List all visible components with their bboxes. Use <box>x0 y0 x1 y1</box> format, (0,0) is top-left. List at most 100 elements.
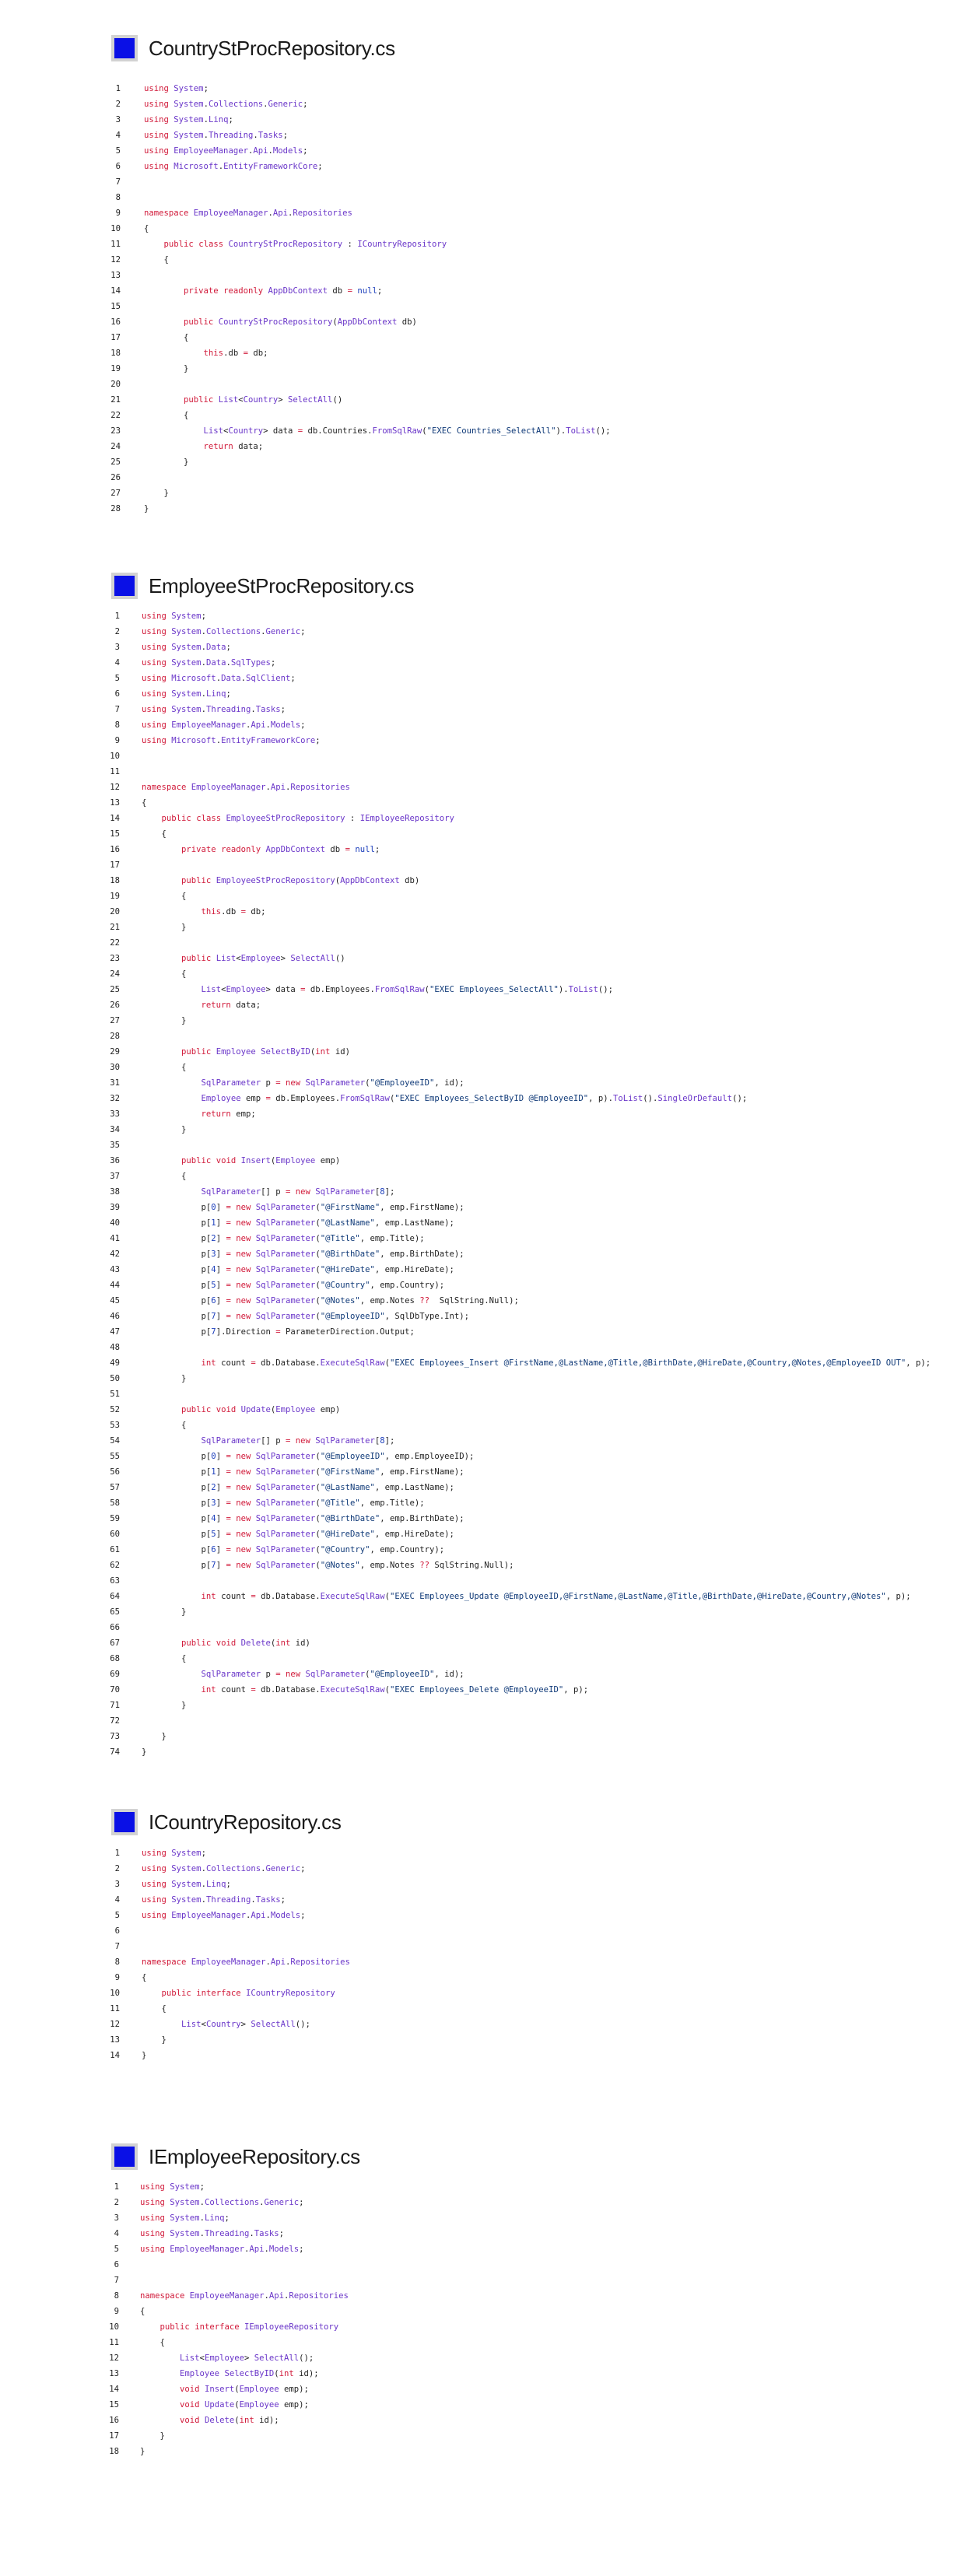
code-token: 6 <box>211 1545 216 1554</box>
code-token: ; <box>299 2198 304 2207</box>
code-token <box>140 2385 180 2394</box>
code-token: } <box>140 2431 165 2441</box>
line-number: 10 <box>110 752 120 761</box>
code-token: ] <box>216 1467 226 1477</box>
code-token: EmployeeManager <box>171 720 246 730</box>
line-text: using System.Collections.Generic; <box>144 96 308 112</box>
line-number: 26 <box>110 1001 120 1010</box>
code-token: p[ <box>142 1203 212 1212</box>
line-text: public EmployeeStProcRepository(AppDbCon… <box>142 873 419 888</box>
code-token: SqlParameter <box>255 1467 316 1477</box>
code-token: "@LastName" <box>320 1218 375 1228</box>
code-token: Country <box>243 395 279 405</box>
code-token: Collections <box>208 100 264 109</box>
code-token: [ <box>374 1436 380 1446</box>
line-number: 18 <box>109 2447 119 2456</box>
code-token: "@BirthDate" <box>320 1249 380 1259</box>
code-token: , p); <box>906 1358 931 1368</box>
code-token: System <box>171 705 202 714</box>
code-token: ToList <box>568 985 598 994</box>
code-token: public <box>181 1156 212 1165</box>
code-token: using <box>142 1864 167 1873</box>
code-token: { <box>142 892 187 901</box>
line-text: { <box>144 252 169 268</box>
code-token: ] <box>216 1312 226 1321</box>
code-token: > <box>240 2020 251 2029</box>
code-token: . <box>216 736 222 745</box>
line-text: List<Country> SelectAll(); <box>142 2017 310 2032</box>
line-number: 29 <box>110 1047 120 1057</box>
code-token: . <box>201 1864 206 1873</box>
code-token: p[ <box>142 1545 212 1554</box>
code-token: > <box>278 395 289 405</box>
code-token: Generic <box>265 627 301 636</box>
code-token: int <box>201 1358 216 1368</box>
code-token: , id); <box>434 1670 464 1679</box>
line-number: 56 <box>110 1467 120 1477</box>
line-number: 3 <box>115 115 121 124</box>
line-text: using Microsoft.EntityFrameworkCore; <box>144 159 323 174</box>
line-number: 43 <box>110 1265 120 1274</box>
code-token: p[ <box>142 1467 212 1477</box>
code-token: using <box>140 2198 165 2207</box>
code-token: Employee <box>180 2369 220 2378</box>
line-number: 62 <box>110 1561 120 1570</box>
code-token: Models <box>270 1911 301 1920</box>
line-number: 18 <box>110 876 120 885</box>
code-token: < <box>223 426 229 436</box>
code-token: "@FirstName" <box>320 1467 380 1477</box>
code-token: new <box>236 1234 251 1243</box>
code-token: ].Direction <box>216 1327 276 1337</box>
line-number: 12 <box>110 783 120 792</box>
code-token <box>144 240 164 249</box>
code-token: . <box>286 1957 291 1967</box>
line-text: public void Delete(int id) <box>142 1635 310 1651</box>
code-token: ; <box>199 2182 205 2192</box>
code-token: . <box>268 146 273 156</box>
code-token: db.Database. <box>255 1592 321 1601</box>
code-token: .db <box>221 907 241 916</box>
file-title: CountryStProcRepository.cs <box>149 36 395 60</box>
code-token: SqlParameter <box>315 1187 375 1197</box>
code-token: 2 <box>211 1483 216 1492</box>
line-text: List<Employee> SelectAll(); <box>140 2350 314 2366</box>
code-token: ; <box>226 643 231 652</box>
line-text: SqlParameter[] p = new SqlParameter[8]; <box>142 1184 395 1200</box>
line-number: 73 <box>110 1732 120 1741</box>
code-token: count <box>216 1592 251 1601</box>
code-token: < <box>199 2353 205 2363</box>
code-token: ( <box>315 1203 321 1212</box>
code-token: ] <box>216 1452 226 1461</box>
code-token: db.Database. <box>255 1358 321 1368</box>
code-token: "@Notes" <box>320 1561 360 1570</box>
code-token: .db <box>223 349 244 358</box>
line-text: { <box>142 1060 186 1075</box>
code-token: . <box>259 2198 265 2207</box>
code-token: } <box>142 1125 187 1134</box>
code-token: (); <box>732 1094 748 1103</box>
code-token: count <box>216 1358 251 1368</box>
code-token: db; <box>247 349 268 358</box>
line-number: 61 <box>110 1545 120 1554</box>
code-token: (); <box>295 2020 310 2029</box>
code-token: (). <box>643 1094 658 1103</box>
code-token: ] <box>216 1281 226 1290</box>
line-text: Employee SelectByID(int id); <box>140 2366 319 2381</box>
code-token: db) <box>397 317 417 327</box>
code-token: = <box>297 426 303 436</box>
code-token: . <box>201 1895 206 1905</box>
code-token <box>142 845 181 854</box>
line-text: p[6] = new SqlParameter("@Country", emp.… <box>142 1542 445 1558</box>
code-token: using <box>144 162 169 171</box>
code-token: System <box>170 2198 200 2207</box>
file-icon <box>111 35 138 61</box>
line-number: 5 <box>114 1911 120 1920</box>
code-token: , emp.Country); <box>370 1281 445 1290</box>
code-token: . <box>284 2291 289 2301</box>
code-token: int <box>201 1592 216 1601</box>
code-token: SqlParameter <box>255 1265 316 1274</box>
line-number: 60 <box>110 1530 120 1539</box>
code-token: EmployeeManager <box>174 146 248 156</box>
code-token: public <box>181 876 212 885</box>
code-token: Api <box>270 1957 286 1967</box>
